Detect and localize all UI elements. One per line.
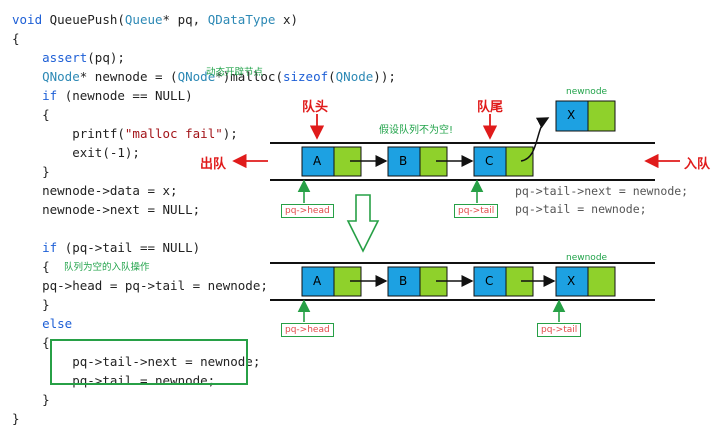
code-line-8: exit(-1); <box>72 145 140 160</box>
top-link-c-newnode <box>520 117 550 162</box>
newnode-top-x-label: X <box>567 108 576 122</box>
code-line-3: assert(pq); <box>42 50 125 65</box>
code-line-11: newnode->next = NULL; <box>42 202 201 217</box>
code-line-5: if (newnode == NULL) <box>42 88 193 103</box>
else-highlight-box <box>50 339 248 385</box>
code-line-20: } <box>42 392 50 407</box>
code-line-14: pq->head = pq->tail = newnode; <box>42 278 268 293</box>
empty-queue-comment: 队列为空的入队操作 <box>64 262 150 273</box>
bottom-node-a <box>301 266 362 297</box>
top-node-c <box>473 146 534 177</box>
newnode-bottom-label: newnode <box>566 253 608 263</box>
code-line-6: { <box>42 107 50 122</box>
stmt-tail-next: pq->tail->next = newnode; <box>515 184 689 198</box>
top-node-b-label: B <box>399 154 408 168</box>
code-line-1: void QueuePush(Queue* pq, QDataType x) <box>12 12 299 27</box>
bottom-node-c <box>473 266 534 297</box>
bottom-node-x-label: X <box>567 274 576 288</box>
top-node-a-label: A <box>313 154 322 168</box>
code-line-7: printf("malloc fail"); <box>72 126 238 141</box>
code-line-4: QNode* newnode = (QNode*)malloc(sizeof(Q… <box>42 69 396 84</box>
bottom-node-b <box>387 266 448 297</box>
head-label: 队头 <box>302 100 329 115</box>
code-line-9: } <box>42 164 50 179</box>
dequeue-label: 出队 <box>200 157 227 172</box>
tail-label: 队尾 <box>477 100 504 115</box>
transition-down-arrow <box>346 194 380 253</box>
top-node-b <box>387 146 448 177</box>
ptr-tail-bottom: pq->tail <box>537 323 582 337</box>
newnode-top-label: newnode <box>566 87 608 97</box>
code-line-12: if (pq->tail == NULL) <box>42 240 201 255</box>
assume-nonempty-label: 假设队列不为空! <box>379 125 454 136</box>
bottom-node-x <box>555 266 616 297</box>
code-line-13: { <box>42 259 50 274</box>
code-line-10: newnode->data = x; <box>42 183 178 198</box>
code-block: void QueuePush(Queue* pq, QDataType x) {… <box>12 10 396 428</box>
code-line-16: else <box>42 316 73 331</box>
bottom-node-c-label: C <box>485 274 494 288</box>
code-line-15: } <box>42 297 50 312</box>
newnode-top <box>555 100 616 132</box>
code-line-21: } <box>12 411 20 426</box>
bottom-node-a-label: A <box>313 274 322 288</box>
enqueue-label: 入队 <box>684 157 711 172</box>
code-line-2: { <box>12 31 20 46</box>
ptr-tail-top: pq->tail <box>454 204 499 218</box>
stmt-tail-assign: pq->tail = newnode; <box>515 202 647 216</box>
bottom-node-b-label: B <box>399 274 408 288</box>
code-line-17: { <box>42 335 50 350</box>
ptr-head-top: pq->head <box>281 204 334 218</box>
code-line-18: pq->tail->next = newnode; <box>72 354 261 369</box>
ptr-head-bottom: pq->head <box>281 323 334 337</box>
malloc-comment: 动态开辟节点 <box>206 67 264 78</box>
top-node-c-label: C <box>485 154 494 168</box>
